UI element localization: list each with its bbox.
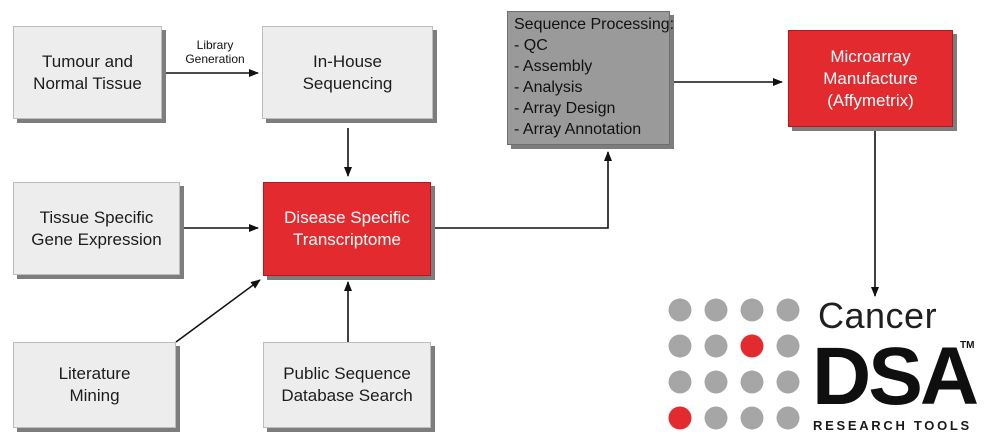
- node-in-house-sequencing: In-House Sequencing: [262, 26, 433, 119]
- node-label-line: Gene Expression: [31, 229, 162, 249]
- logo-dot: [668, 406, 692, 430]
- logo-dot: [740, 406, 764, 430]
- logo-dot: [740, 334, 764, 358]
- logo-trademark: TM: [960, 340, 975, 351]
- edge-label-library-generation: Library Generation: [178, 38, 252, 66]
- node-disease-specific-transcriptome: Disease Specific Transcriptome: [263, 182, 431, 276]
- node-label-line: Microarray: [830, 46, 911, 66]
- node-label-line: Database Search: [281, 386, 413, 405]
- logo-dsa-text: DSA: [812, 331, 979, 422]
- logo-dot-grid: [668, 298, 800, 430]
- node-label-line: Sequencing: [302, 73, 393, 93]
- logo-dot: [704, 334, 728, 358]
- arrow-literature-to-dst: [175, 279, 261, 343]
- logo-dot: [776, 370, 800, 394]
- logo-cancer-text: Cancer: [818, 295, 938, 336]
- logo-dot: [704, 406, 728, 430]
- node-public-sequence-database-search: Public Sequence Database Search: [263, 342, 431, 428]
- node-sequence-processing: Sequence Processing: - QC - Assembly - A…: [507, 11, 674, 145]
- node-tissue-specific-gene-expression: Tissue Specific Gene Expression: [13, 182, 180, 275]
- logo-dot: [704, 370, 728, 394]
- node-label-line: Manufacture: [823, 68, 918, 88]
- node-label-line: - Array Annotation: [514, 121, 642, 138]
- node-label-line: Disease Specific: [284, 208, 410, 227]
- node-label-line: Public Sequence: [283, 364, 411, 383]
- node-label-line: - QC: [514, 37, 548, 54]
- logo-dot: [668, 334, 692, 358]
- logo-research-tools-text: RESEARCH TOOLS: [813, 418, 972, 433]
- logo-dot: [704, 298, 728, 322]
- node-label-line: Transcriptome: [292, 230, 401, 249]
- logo-dot: [740, 298, 764, 322]
- logo-dot: [776, 334, 800, 358]
- logo-dot: [776, 406, 800, 430]
- edge-label-line: Generation: [185, 52, 245, 66]
- node-label-line: (Affymetrix): [827, 90, 914, 110]
- node-literature-mining: Literature Mining: [13, 342, 176, 428]
- node-label-line: Tumour and: [41, 51, 134, 71]
- node-label-line: Literature: [58, 364, 131, 383]
- node-microarray-manufacture: Microarray Manufacture (Affymetrix): [788, 30, 953, 127]
- arrow-dst-to-processing: [432, 151, 612, 229]
- logo-dot: [668, 298, 692, 322]
- node-label-line: - Assembly: [514, 58, 593, 75]
- node-tumour-normal-tissue: Tumour and Normal Tissue: [13, 26, 162, 119]
- node-label-line: Sequence Processing:: [514, 16, 675, 33]
- node-label-line: Tissue Specific: [39, 207, 154, 227]
- logo-dot: [776, 298, 800, 322]
- logo-dot: [740, 370, 764, 394]
- node-label-line: Mining: [69, 386, 120, 405]
- node-label-line: Normal Tissue: [33, 73, 142, 93]
- node-label-line: In-House: [313, 51, 382, 71]
- edge-label-line: Library: [196, 38, 234, 52]
- logo-dot: [668, 370, 692, 394]
- node-label-line: - Analysis: [514, 79, 583, 96]
- node-label-line: - Array Design: [514, 100, 616, 117]
